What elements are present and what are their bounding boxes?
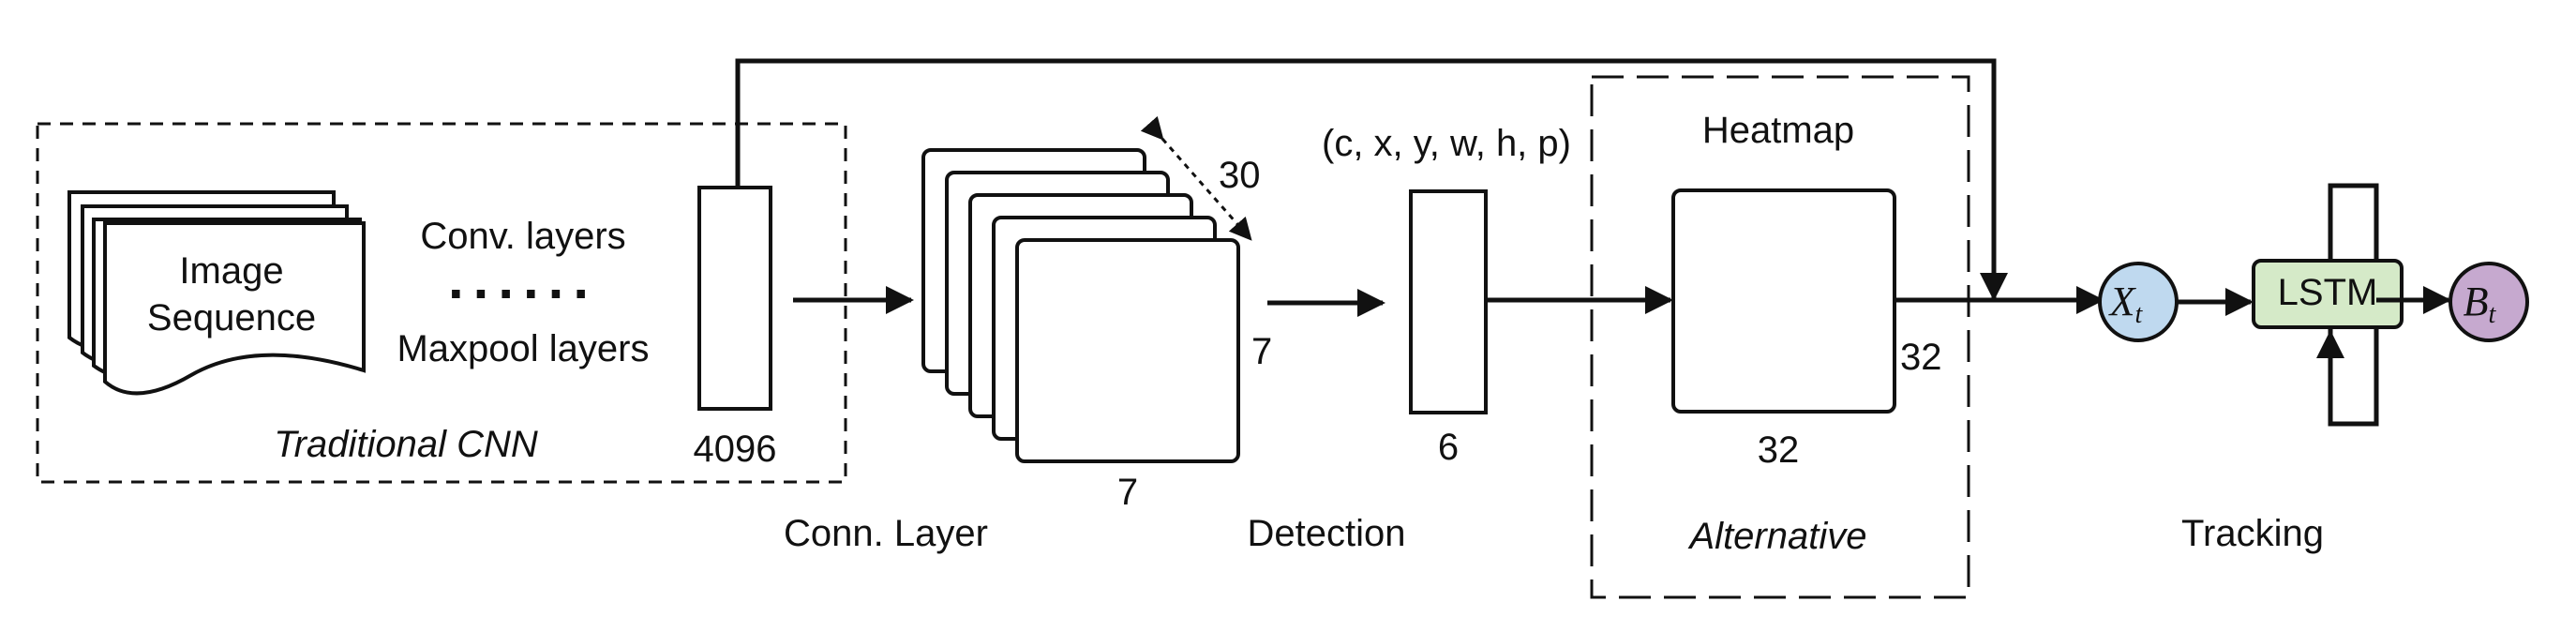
output-node-subscript: t: [2489, 300, 2497, 329]
image-sequence-stack: Image Sequence: [67, 190, 366, 396]
output-node-letter: B: [2464, 278, 2489, 324]
input-node-letter: X: [2108, 278, 2137, 324]
conn-layer-height-label: 7: [1251, 331, 1272, 372]
detection-size-label: 6: [1438, 427, 1459, 468]
image-sequence-label-line1: Image: [179, 250, 283, 292]
skip-connection-line: [735, 58, 2008, 301]
heatmap-height-label: 32: [1900, 337, 1942, 378]
heatmap-label: Heatmap: [1702, 110, 1854, 151]
fc-layer-4096: [697, 186, 772, 411]
conn-layer-title: Conn. Layer: [784, 513, 988, 554]
heatmap-width-label: 32: [1758, 429, 1800, 471]
conn-layer-map-5: [1015, 238, 1240, 463]
ellipsis-dots: ......: [448, 248, 598, 310]
output-node-symbol: Bt: [2464, 278, 2497, 329]
input-node-subscript: t: [2135, 300, 2144, 329]
conn-layer-width-label: 7: [1117, 472, 1138, 513]
lstm-box: [2252, 259, 2404, 329]
maxpool-layers-label: Maxpool layers: [397, 328, 649, 369]
fc-layer-size-label: 4096: [694, 429, 777, 470]
image-sequence-label-line2: Sequence: [147, 297, 316, 339]
heatmap-box: [1671, 188, 1896, 414]
conv-layers-label: Conv. layers: [420, 216, 625, 257]
input-node-symbol: Xt: [2108, 278, 2144, 329]
traditional-cnn-title: Traditional CNN: [274, 424, 538, 465]
conn-layer-stack: [921, 148, 1240, 463]
detection-vector: [1409, 189, 1488, 414]
lstm-label: LSTM: [2278, 272, 2378, 313]
tracking-title: Tracking: [2181, 513, 2324, 554]
detection-title: Detection: [1248, 513, 1406, 554]
detection-output-tuple: (c, x, y, w, h, p): [1322, 123, 1571, 164]
image-sequence-page-front: [103, 221, 366, 396]
output-node-bt: [2449, 262, 2529, 342]
conn-layer-depth-label: 30: [1219, 155, 1261, 196]
alternative-dashed-frame: [1590, 75, 1970, 599]
alternative-title: Alternative: [1688, 516, 1867, 557]
